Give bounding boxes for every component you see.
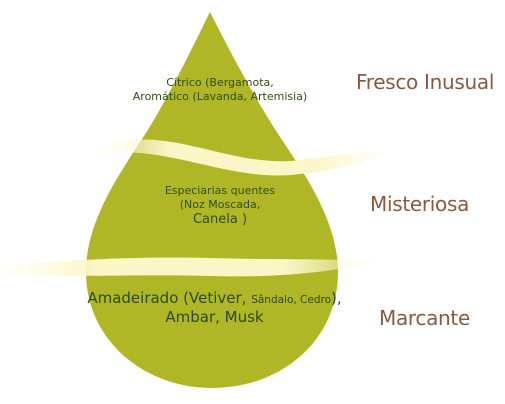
middle-layer-line-2: (Noz Moscada, [179, 197, 261, 211]
top-layer-line-1: Cítrico (Bergamota, [166, 76, 274, 89]
middle-layer-line-3: Canela ) [192, 211, 248, 227]
drop-shape [86, 12, 338, 388]
bottom-layer-part-2: ), [331, 289, 342, 307]
character-label-misteriosa: Misteriosa [370, 192, 470, 216]
bottom-layer-small: Sândalo, Cedro [251, 294, 332, 306]
top-layer-line-2: Aromático (Lavanda, Artemisia) [132, 89, 308, 103]
middle-layer-line-1: Especiarias quentes [164, 184, 276, 197]
bottom-layer-part-1: Amadeirado (Vetiver, [87, 289, 252, 307]
character-label-fresco: Fresco Inusual [356, 70, 495, 94]
upper-divider-band [96, 139, 390, 176]
lower-divider-band [0, 257, 378, 277]
middle-layer-ingredients: Especiarias quentes (Noz Moscada, Canela… [120, 184, 320, 228]
top-layer-ingredients: Cítrico (Bergamota, Aromático (Lavanda, … [110, 76, 330, 104]
bottom-layer-ingredients: Amadeirado (Vetiver, Sândalo, Cedro), Am… [42, 289, 387, 327]
bottom-layer-line-1: Amadeirado (Vetiver, Sândalo, Cedro), [42, 289, 387, 308]
bottom-layer-line-2: Ambar, Musk [165, 307, 264, 326]
character-label-marcante: Marcante [379, 306, 470, 330]
